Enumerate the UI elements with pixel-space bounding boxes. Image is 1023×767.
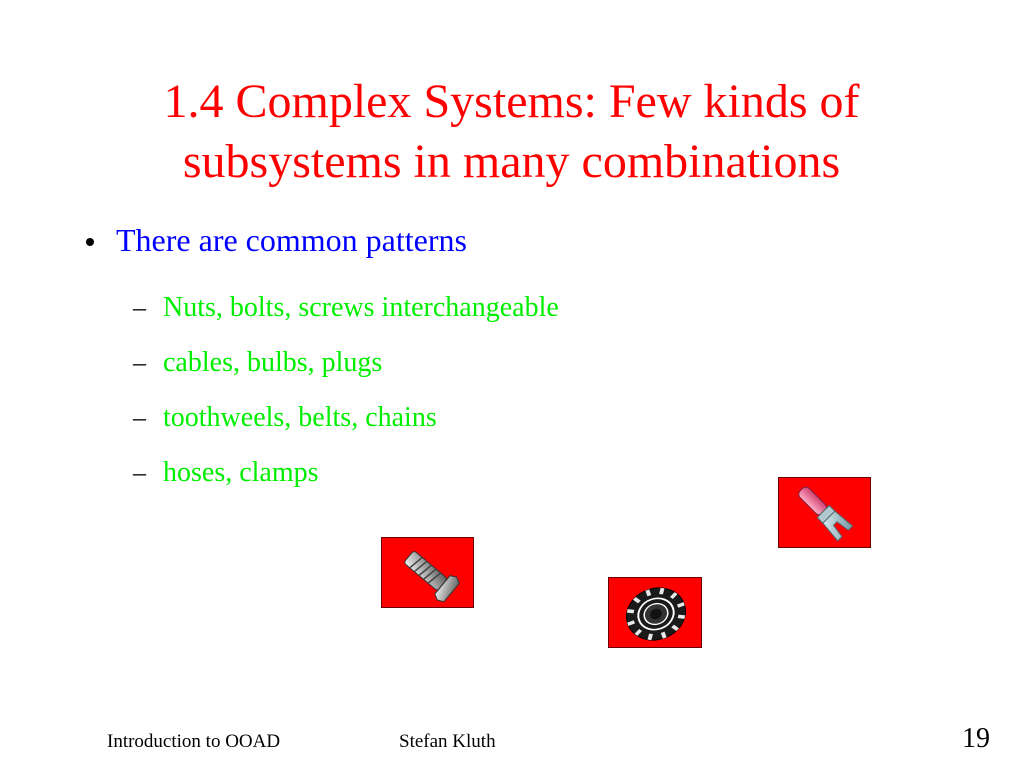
dash-marker: – (133, 402, 146, 432)
dash-marker: – (133, 292, 146, 322)
slide-title-line-2: subsystems in many combinations (182, 135, 841, 188)
sub-bullet-list: – Nuts, bolts, screws interchangeable – … (133, 280, 559, 500)
sub-bullet-item: – cables, bulbs, plugs (133, 335, 559, 390)
bullet-dot (86, 238, 94, 246)
sub-bullet-text: toothweels, belts, chains (163, 401, 437, 433)
bolt-icon (381, 537, 474, 608)
page-number: 19 (962, 723, 990, 754)
sub-bullet-item: – Nuts, bolts, screws interchangeable (133, 280, 559, 335)
bullet-item: There are common patterns (86, 218, 467, 262)
footer-course: Introduction to OOAD (107, 731, 281, 752)
slide-title-line-1: 1.4 Complex Systems: Few kinds of (163, 75, 860, 128)
dash-marker: – (133, 457, 146, 487)
toothwheel-icon (608, 577, 702, 648)
bullet-text: There are common patterns (116, 222, 467, 258)
sub-bullet-text: Nuts, bolts, screws interchangeable (163, 291, 559, 323)
sub-bullet-text: cables, bulbs, plugs (163, 346, 383, 378)
sub-bullet-item: – toothweels, belts, chains (133, 390, 559, 445)
slide-title: 1.4 Complex Systems: Few kinds of subsys… (60, 72, 963, 192)
sub-bullet-text: hoses, clamps (163, 456, 319, 488)
footer-author: Stefan Kluth (399, 731, 496, 752)
plug-icon (778, 477, 871, 548)
sub-bullet-item: – hoses, clamps (133, 445, 559, 500)
dash-marker: – (133, 347, 146, 377)
